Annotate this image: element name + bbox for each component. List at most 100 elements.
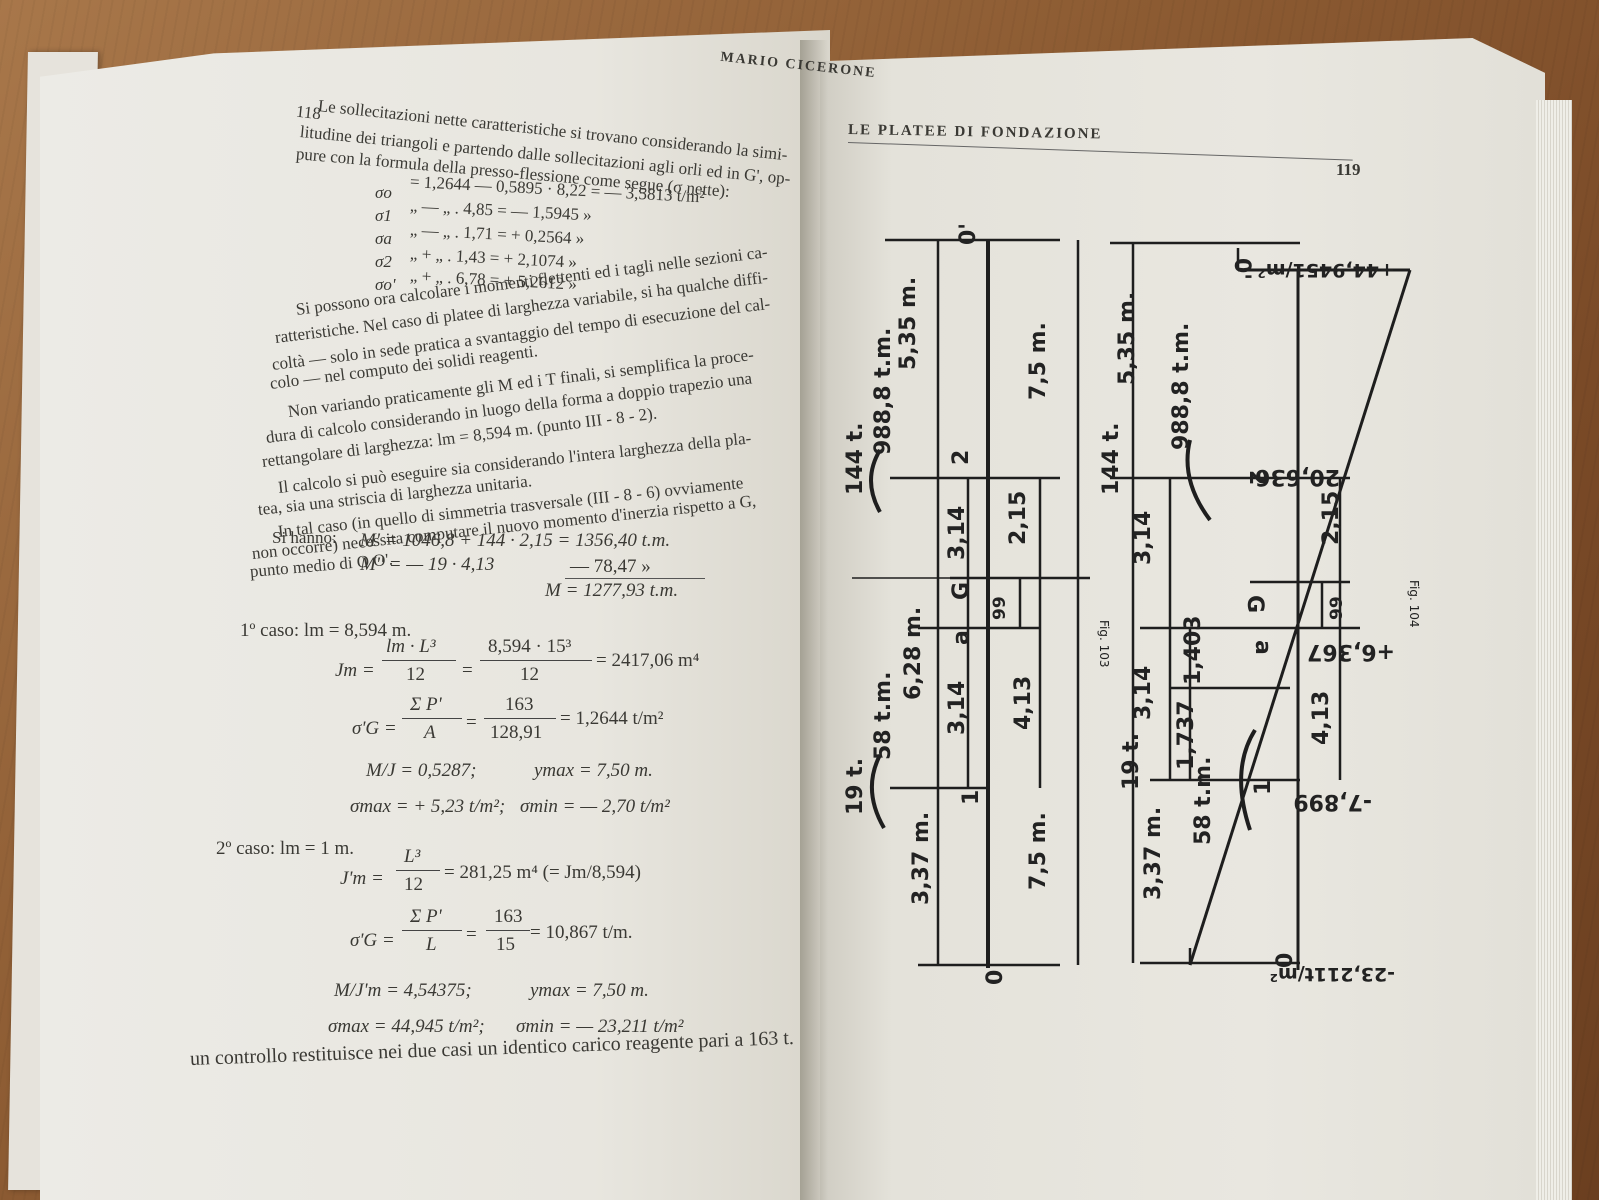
formula-part: 163 (494, 906, 523, 927)
formula-part: σmax = + 5,23 t/m²; (350, 796, 506, 817)
fig103-dim: 99 (990, 596, 1010, 620)
fig103-dim: 4,13 (1011, 676, 1036, 730)
fig104-dim: 99 (1327, 596, 1347, 620)
fig104-value: +6,367 (1307, 639, 1395, 664)
moment-equation: M'' = — 19 · 4,13 (360, 554, 495, 575)
fraction-bar (402, 930, 462, 931)
fig104-dim: 2,15 (1319, 491, 1344, 545)
formula-part: L (426, 934, 437, 955)
fig104-dim: 1,403 (1181, 615, 1206, 685)
fig104-dim: 4,13 (1309, 691, 1334, 745)
page-number-right: 119 (1336, 160, 1361, 179)
fig104-load: 144 t. (1099, 423, 1124, 495)
fig104-point: G (1242, 595, 1267, 613)
fig103-dim: 2,15 (1006, 491, 1031, 545)
sigma-label: σo (375, 183, 392, 202)
formula-part: = (462, 660, 473, 681)
formula-part: σmin = — 2,70 t/m² (520, 796, 670, 817)
sigma-label: σo' (375, 275, 396, 294)
fig103-load: 19 t. (843, 758, 868, 815)
left-page (40, 30, 830, 1200)
right-page (820, 38, 1545, 1200)
fig103-caption: Fig. 103 (1097, 620, 1111, 668)
formula-part: σmax = 44,945 t/m²; (328, 1016, 485, 1037)
fig104-load: 58 t.m. (1191, 757, 1216, 845)
sigma-label: σa (375, 229, 392, 248)
formula-part: σ'G = (350, 930, 395, 951)
fig103-dim: 7,5 m. (1026, 812, 1051, 890)
formula-part: 12 (404, 874, 423, 895)
fig103-top-label: 0' (956, 223, 981, 245)
formula-part: J'm = (340, 868, 384, 889)
fig104-value: -7,899 (1293, 789, 1372, 814)
fraction-bar (382, 660, 456, 661)
fraction-bar (396, 870, 440, 871)
formula-part: = 2417,06 m⁴ (596, 650, 700, 671)
fig103-load: 58 t.m. (871, 672, 896, 760)
fig104-dim: 3,14 (1131, 666, 1156, 720)
formula-part: 12 (406, 664, 425, 685)
fig104-dim: 3,14 (1131, 511, 1156, 565)
formula-part: L³ (404, 846, 421, 867)
formula-part: M/J'm = 4,54375; (334, 980, 472, 1001)
fig103-dim: 5,35 m. (896, 277, 921, 370)
fig104-top-value: +44,9451/m² (1257, 259, 1395, 281)
formula-part: σmin = — 23,211 t/m² (516, 1016, 684, 1037)
formula-part: Σ P' (410, 906, 442, 927)
moment-total: M = 1277,93 t.m. (545, 580, 679, 601)
fig104-caption: Fig. 104 (1407, 580, 1421, 628)
fig103-dim: 6,28 m. (901, 607, 926, 700)
book-page-edges-right (1536, 100, 1572, 1200)
fig104-load: 988,8 t.m. (1169, 323, 1194, 450)
case-1-label: 1º caso: lm = 8,594 m. (240, 620, 412, 641)
formula-part: 163 (505, 694, 534, 715)
fraction-bar (486, 930, 530, 931)
formula-part: = 281,25 m⁴ (= Jm/8,594) (444, 862, 641, 883)
formula-part: = 1,2644 t/m² (560, 708, 664, 729)
fig103-point: G (949, 582, 974, 600)
fig104-load: 19 t. (1119, 733, 1144, 790)
fig103-dim: 3,37 m. (909, 812, 934, 905)
formula-part: = (466, 712, 477, 733)
fig104-bottom-label: 0 (1273, 953, 1298, 968)
fig104-point: 1 (1251, 780, 1276, 795)
fig104-top-label: 0' (1229, 258, 1254, 280)
fraction-bar (402, 718, 462, 719)
formula-part: Jm = (335, 660, 375, 681)
formula-part: 128,91 (490, 722, 543, 743)
case-2-label: 2º caso: lm = 1 m. (216, 838, 354, 859)
fig103-bottom-label: 0 (983, 970, 1008, 985)
fig103-point: 1 (959, 790, 984, 805)
fig103-dim: 3,14 (945, 681, 970, 735)
formula-part: = 10,867 t/m. (530, 922, 633, 943)
fig104-value: 20,636 (1255, 464, 1340, 489)
moment-equation: M' = 1046,8 + 144 · 2,15 = 1356,40 t.m. (360, 530, 671, 551)
fig104-bottom-value: -23,211t/m² (1270, 963, 1395, 985)
fig-104-drawing (1110, 241, 1412, 970)
fig104-dim: 1,737 (1174, 700, 1199, 770)
fig103-load: 144 t. (843, 423, 868, 495)
fig-104-labels: 0' 0 +44,9451/m² -23,211t/m² 20,636 +6,3… (1099, 258, 1421, 985)
formula-part: σ'G = (352, 718, 397, 739)
fraction-bar (480, 660, 592, 661)
sigma-label: σ1 (375, 206, 392, 225)
moment-equation: — 78,47 » (570, 556, 651, 577)
fig104-dim: 3,37 m. (1141, 807, 1166, 900)
fig103-dim: 7,5 m. (1026, 322, 1051, 400)
formula-part: lm · L³ (386, 636, 436, 657)
fig103-dim: 3,14 (945, 506, 970, 560)
fig-103-labels: 0' 0 5,35 m. 7,5 m. 3,14 2,15 6,28 m. 99… (843, 223, 1111, 985)
formula-part: M/J = 0,5287; (366, 760, 477, 781)
formula-part: ymax = 7,50 m. (530, 980, 649, 1001)
formula-part: = (466, 924, 477, 945)
fig103-point: a (949, 630, 974, 645)
fig103-load: 988,8 t.m. (871, 328, 896, 455)
si-hanno: Si hanno: (272, 528, 337, 547)
fig104-point: 2 (1244, 470, 1269, 485)
fig104-point: a (1250, 640, 1275, 655)
fraction-bar (484, 718, 556, 719)
formula-part: A (424, 722, 436, 743)
formula-part: Σ P' (410, 694, 442, 715)
sum-rule (565, 578, 705, 579)
